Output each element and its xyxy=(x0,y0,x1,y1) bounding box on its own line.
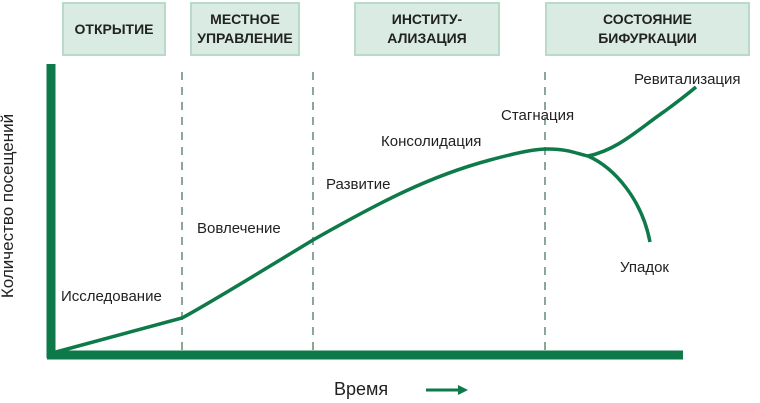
y-axis-label: Количество посещений xyxy=(0,113,17,299)
phase-local-control-label: МЕСТНОЕ УПРАВЛЕНИЕ xyxy=(197,11,293,46)
decline-branch xyxy=(587,154,652,243)
phase-bifurcation-label: СОСТОЯНИЕ БИФУРКАЦИИ xyxy=(598,11,697,46)
phase-discovery-box: ОТКРЫТИЕ xyxy=(62,2,166,56)
stage-development-label: Развитие xyxy=(326,176,391,193)
stage-exploration-label: Исследование xyxy=(61,288,162,305)
stage-involvement-label: Вовлечение xyxy=(197,220,281,237)
time-arrow-head xyxy=(458,385,468,395)
growth-curve xyxy=(55,147,589,354)
stage-consolidation-label: Консолидация xyxy=(381,133,482,150)
stage-stagnation-label: Стагнация xyxy=(501,107,575,124)
phase-institutionalization-label: ИНСТИТУ- АЛИЗАЦИЯ xyxy=(387,11,467,46)
x-axis-label: Время xyxy=(334,379,389,399)
phase-bifurcation-box: СОСТОЯНИЕ БИФУРКАЦИИ xyxy=(545,2,750,56)
revitalization-branch xyxy=(587,85,698,158)
phase-institutionalization-box: ИНСТИТУ- АЛИЗАЦИЯ xyxy=(354,2,500,56)
stage-decline-label: Упадок xyxy=(620,259,669,276)
phase-discovery-label: ОТКРЫТИЕ xyxy=(74,20,154,37)
phase-local-control-box: МЕСТНОЕ УПРАВЛЕНИЕ xyxy=(190,2,300,56)
stage-revitalization-label: Ревитализация xyxy=(634,71,741,88)
